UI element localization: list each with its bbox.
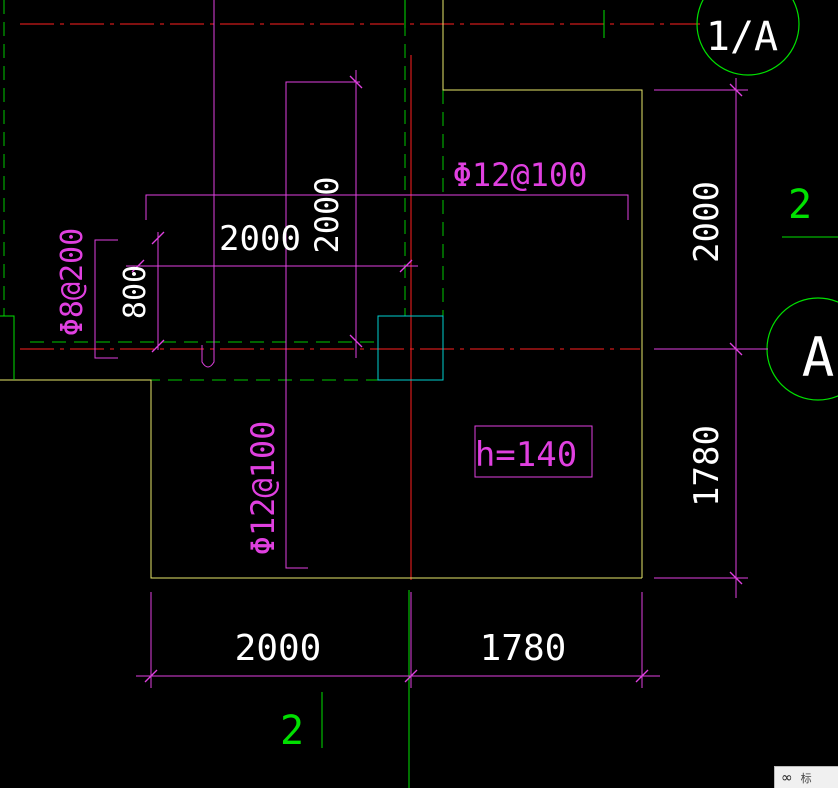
dim-text-inner-vertical: 2000 <box>308 176 346 253</box>
dim-text-right-upper: 2000 <box>687 181 727 263</box>
slab-left-stub <box>0 315 15 380</box>
dim-text-bottom-left: 2000 <box>235 628 322 669</box>
rebar-left-bar <box>94 239 118 359</box>
status-label: 标 <box>800 771 812 785</box>
rebar-top-bar <box>145 194 629 220</box>
tick-inner-2 <box>349 334 363 348</box>
rebar-hook <box>201 345 215 368</box>
tick-inner-3 <box>151 231 165 245</box>
slab-outline-upper <box>442 0 643 578</box>
axis-bubble-1a <box>696 0 800 76</box>
tick-right-bottom <box>729 571 743 585</box>
tick-bottom-right <box>635 669 649 683</box>
dim-text-right-lower: 1780 <box>687 425 727 507</box>
status-bar[interactable]: ∞ 标 <box>774 766 838 788</box>
tick-bottom-middle <box>404 669 418 683</box>
magenta-rebar-lines <box>94 0 768 688</box>
tick-inner-1 <box>349 75 363 89</box>
dim-text-bottom-right: 1780 <box>480 628 567 669</box>
slab-outline <box>0 0 643 579</box>
tick-inner-6 <box>131 259 145 273</box>
dim-text-inner-small: 800 <box>118 265 153 319</box>
green-lines <box>3 0 838 788</box>
tick-inner-5 <box>399 259 413 273</box>
rebar-label-vertical: Φ12@100 <box>244 421 282 556</box>
axis-number-right: 2 <box>788 182 812 228</box>
slab-outline-lower <box>0 379 642 579</box>
axis-label-a: A <box>802 326 835 389</box>
column-cyan <box>377 315 444 381</box>
rebar-label-left: Φ8@200 <box>55 228 90 336</box>
rebar-label-top: Φ12@100 <box>453 156 588 194</box>
slab-thickness-box <box>474 425 593 478</box>
tick-bottom-left <box>144 669 158 683</box>
tick-right-middle <box>729 342 743 356</box>
infinity-loop-icon[interactable]: ∞ <box>781 769 793 786</box>
axis-number-bottom: 2 <box>280 708 304 754</box>
red-axis-lines <box>20 23 700 580</box>
slab-thickness-label: h=140 <box>475 435 577 475</box>
axis-label-1a: 1/A <box>706 14 778 60</box>
tick-right-top <box>729 83 743 97</box>
dim-text-inner-horizontal: 2000 <box>219 219 301 259</box>
tick-inner-4 <box>151 339 165 353</box>
